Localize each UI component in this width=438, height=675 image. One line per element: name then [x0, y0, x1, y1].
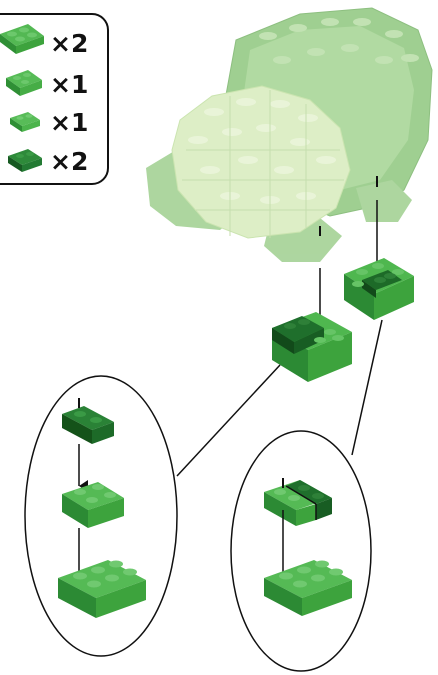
- part-quantity-1: ×2: [50, 29, 88, 58]
- brick-2x2-small-icon: [10, 112, 40, 132]
- brick-1x2-dark-icon: [8, 149, 42, 172]
- part-quantity-4: ×2: [50, 147, 88, 176]
- part-row-2: ×1: [6, 70, 88, 99]
- connector-right-oval: [351, 319, 383, 456]
- ghost-model: [146, 7, 433, 262]
- parts-list-panel: ×2 ×1 ×1: [0, 13, 109, 185]
- brick-2x3-base-right: [264, 560, 352, 616]
- part-quantity-2: ×1: [50, 70, 88, 99]
- brick-2x3-base: [58, 560, 146, 618]
- part-row-3: ×1: [10, 108, 88, 137]
- detail-oval-right: [230, 430, 372, 672]
- brick-1x2-dark: [62, 406, 114, 444]
- brick-2x2-green: [62, 482, 124, 528]
- brick-2x2-split: [264, 480, 332, 526]
- part-quantity-3: ×1: [50, 108, 88, 137]
- subassembly-right: [344, 258, 414, 320]
- subassembly-left: [272, 312, 352, 382]
- detail-oval-left: [24, 375, 178, 657]
- brick-2x2-icon: [0, 24, 44, 54]
- part-row-4: ×2: [8, 147, 88, 176]
- part-row-1: ×2: [0, 24, 88, 58]
- connector-left-oval: [176, 364, 281, 477]
- brick-2x3-icon: [6, 70, 42, 96]
